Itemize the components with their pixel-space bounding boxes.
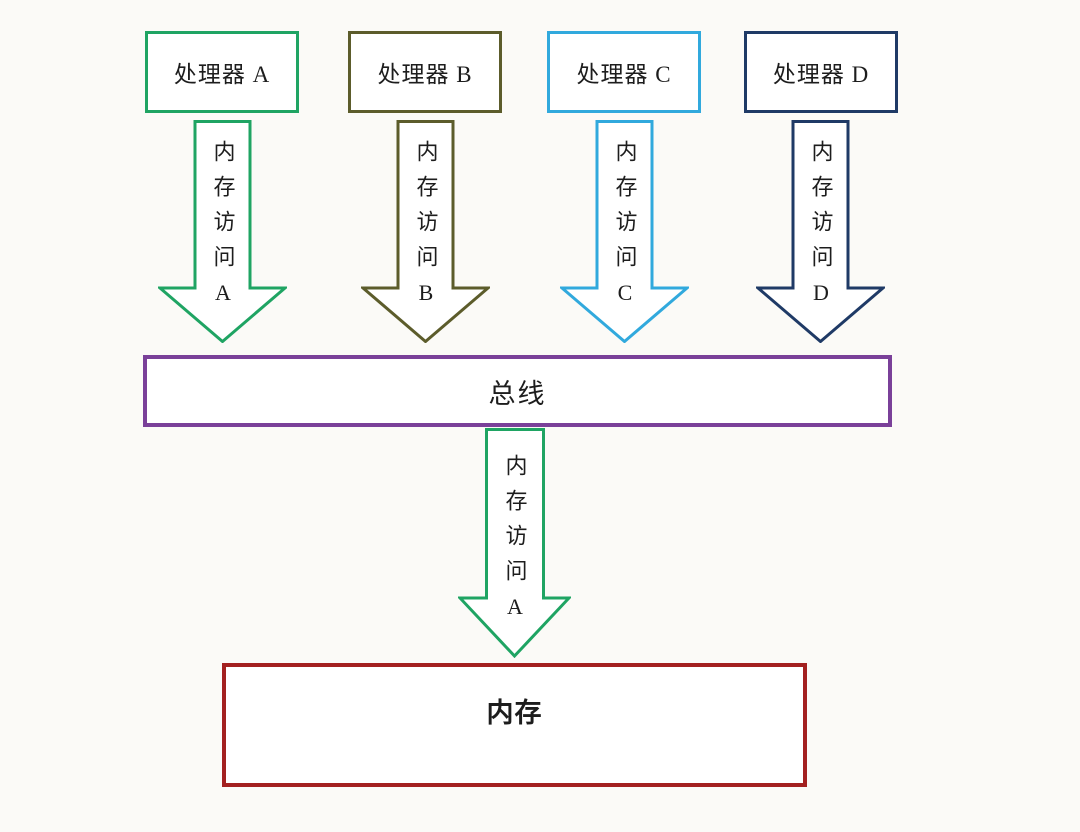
memory-box: 内存: [222, 663, 807, 787]
processor-box-a: 处理器 A: [145, 31, 299, 113]
processor-label-c: 处理器 C: [576, 62, 672, 87]
bus-box: 总线: [143, 355, 892, 427]
arrow-label-b: 内存访问B: [413, 140, 439, 318]
memory-label: 内存: [486, 698, 543, 728]
down-arrow-icon: [560, 120, 689, 343]
memory-access-arrow-a: 内存访问A: [158, 120, 287, 343]
down-arrow-icon: [158, 120, 287, 343]
arrow-label-a: 内存访问A: [210, 140, 236, 318]
memory-access-arrow-c: 内存访问C: [560, 120, 689, 343]
memory-access-arrow-d: 内存访问D: [756, 120, 885, 343]
bus-label: 总线: [488, 378, 547, 409]
arrow-label-bus-to-memory: 内存访问A: [502, 454, 528, 632]
processor-label-d: 处理器 D: [772, 62, 870, 87]
processor-box-b: 处理器 B: [348, 31, 502, 113]
memory-access-arrow-b: 内存访问B: [361, 120, 490, 343]
processor-label-b: 处理器 B: [377, 62, 473, 87]
down-arrow-icon: [756, 120, 885, 343]
down-arrow-icon: [458, 428, 571, 658]
down-arrow-icon: [361, 120, 490, 343]
processor-label-a: 处理器 A: [173, 62, 271, 87]
processor-box-d: 处理器 D: [744, 31, 898, 113]
memory-access-arrow-bus-to-memory: 内存访问A: [458, 428, 571, 658]
processor-box-c: 处理器 C: [547, 31, 701, 113]
arrow-label-c: 内存访问C: [612, 140, 638, 318]
arrow-label-d: 内存访问D: [808, 140, 834, 318]
